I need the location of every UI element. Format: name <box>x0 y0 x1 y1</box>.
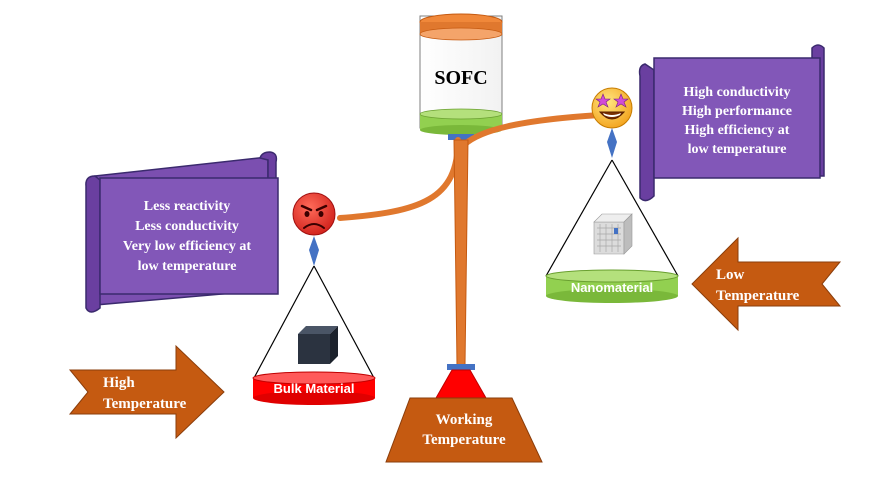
low-temperature-line-2: Temperature <box>716 288 800 304</box>
right-beam-arm <box>461 112 603 148</box>
base-label-line-2: Temperature <box>422 432 506 448</box>
left-scroll-line-2: Less conductivity <box>135 219 239 234</box>
central-pillar <box>453 139 469 366</box>
right-scroll-line-2: High performance <box>682 104 792 119</box>
right-string-right <box>611 159 679 277</box>
left-beam-arm <box>337 137 461 221</box>
low-temperature-line-1: Low <box>716 267 745 283</box>
left-string-right <box>313 265 375 379</box>
base-connector <box>447 364 475 370</box>
left-string-left <box>253 265 315 379</box>
nanostructure-cube-icon <box>593 213 633 255</box>
right-scroll-line-4: low temperature <box>688 142 787 157</box>
high-temperature-line-1: High <box>103 375 135 391</box>
right-scroll-line-3: High efficiency at <box>685 123 790 138</box>
left-scroll-banner: Less reactivity Less conductivity Very l… <box>85 151 279 313</box>
left-pan-label: Bulk Material <box>274 381 355 396</box>
right-scroll-banner: High conductivity High performance High … <box>638 44 825 202</box>
cube-icon <box>298 326 338 364</box>
low-temperature-arrow: Low Temperature <box>691 236 842 332</box>
high-temperature-arrow: High Temperature <box>68 344 225 440</box>
base-trapezoid <box>385 397 543 463</box>
base-label-line-1: Working <box>436 412 493 428</box>
sofc-cylinder: SOFC <box>419 13 503 135</box>
right-pan: Nanomaterial <box>545 269 679 303</box>
left-pan: Bulk Material <box>252 371 376 405</box>
sofc-label: SOFC <box>434 67 487 89</box>
left-scroll-line-1: Less reactivity <box>144 199 230 214</box>
top-connector <box>448 134 474 140</box>
right-hanger-diamond <box>607 128 617 158</box>
angry-face-icon <box>292 192 336 236</box>
star-struck-face-icon <box>591 87 633 129</box>
left-hanger-diamond <box>309 236 319 266</box>
left-scroll-line-4: low temperature <box>138 259 237 274</box>
high-temperature-line-2: Temperature <box>103 396 187 412</box>
right-string-left <box>545 159 613 277</box>
left-scroll-line-3: Very low efficiency at <box>123 239 251 254</box>
right-pan-label: Nanomaterial <box>571 280 653 295</box>
red-stand <box>435 369 487 399</box>
right-scroll-line-1: High conductivity <box>684 85 791 100</box>
